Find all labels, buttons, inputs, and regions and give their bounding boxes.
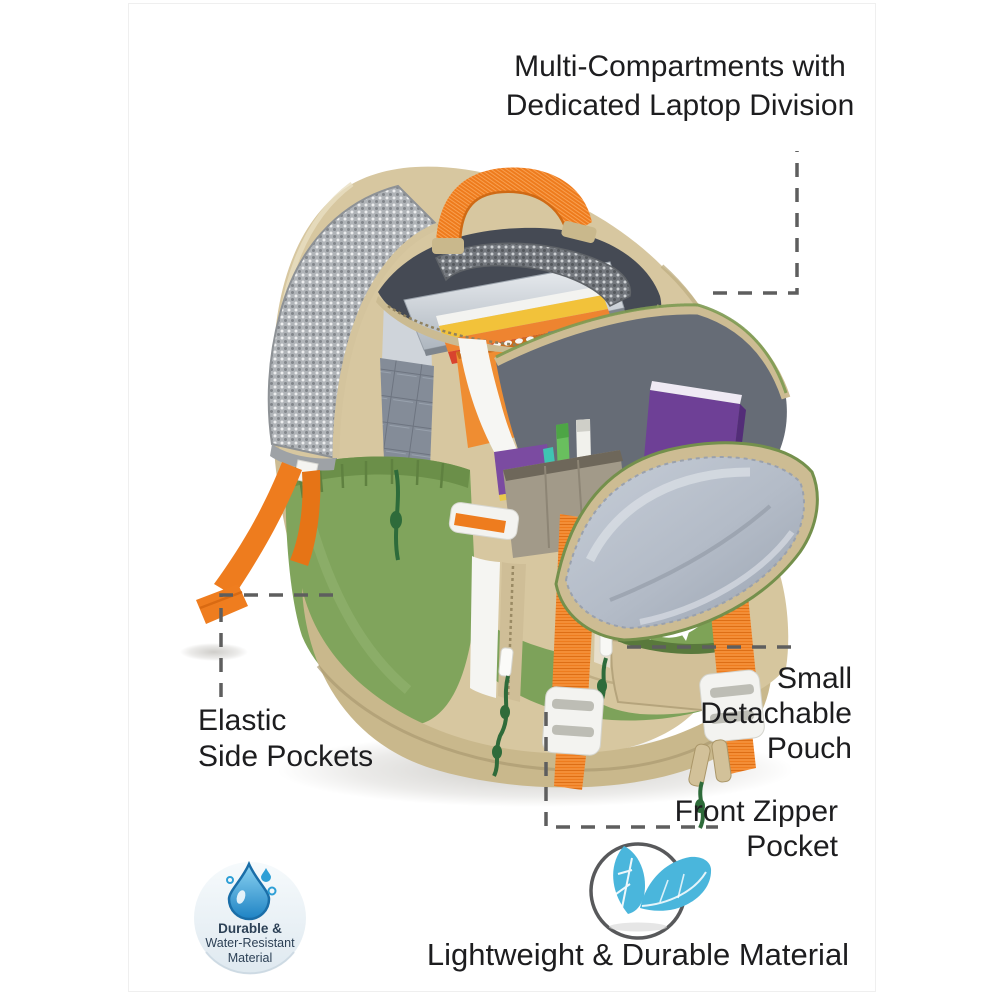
callout-line: Lightweight & Durable Material (426, 937, 850, 972)
callout-line: Side Pockets (198, 740, 374, 773)
callout-lightweight-material: Lightweight & Durable Material (388, 937, 888, 973)
callout-small-detachable-pouch: Small Detachable Pouch (620, 661, 852, 766)
backpack-product-photo (196, 166, 819, 829)
callout-line: Front Zipper (674, 795, 838, 828)
shoulder-strap (196, 184, 440, 624)
callout-line: Pocket (746, 830, 838, 863)
badge-line: Water-Resistant (205, 936, 295, 950)
strap-buckle (699, 669, 765, 774)
callout-line: Pouch (766, 732, 852, 765)
callout-line: Detachable (700, 697, 852, 730)
top-handle (432, 167, 597, 254)
callout-line: Dedicated Laptop Division (505, 89, 855, 122)
strap-buckle (542, 686, 604, 790)
callout-line: Elastic (198, 704, 287, 737)
leader-line-front-zipper (544, 712, 718, 829)
water-resistant-badge-text: Durable & Water-Resistant Material (193, 921, 307, 966)
leader-line-side-pockets (219, 593, 333, 697)
callout-front-zipper-pocket: Front Zipper Pocket (590, 794, 838, 864)
feather-icon (589, 842, 712, 940)
callout-line: Multi-Compartments with (514, 50, 846, 83)
badge-line: Durable & (218, 921, 282, 936)
badge-line: Material (227, 951, 273, 965)
callout-multi-compartments: Multi-Compartments with Dedicated Laptop… (470, 47, 890, 125)
open-flap (554, 441, 819, 642)
callout-elastic-side-pockets: Elastic Side Pockets (198, 703, 373, 775)
leader-line-multi-compartments (713, 151, 799, 295)
callout-line: Small (776, 662, 852, 695)
water-drop-icon (194, 860, 306, 975)
